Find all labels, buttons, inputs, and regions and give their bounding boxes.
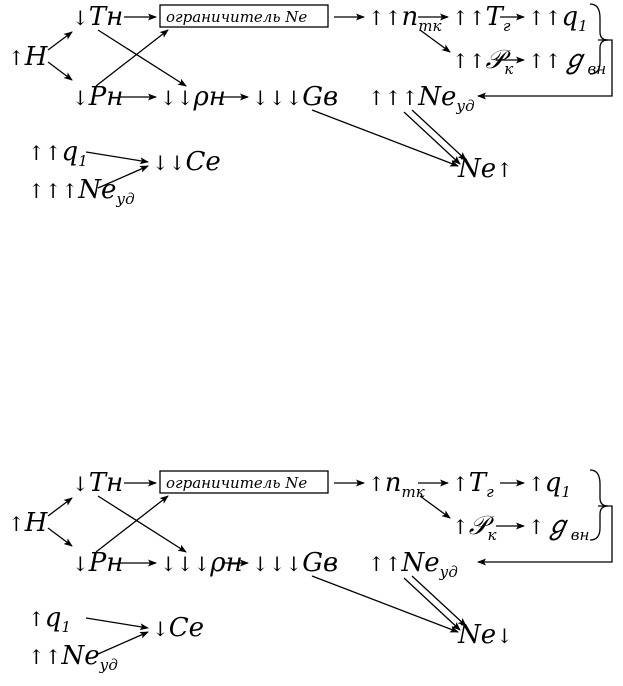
node-Tg: ↑↑Tг — [452, 2, 511, 35]
arrow-Gv-Ne — [311, 109, 459, 167]
arrow-ntk-pk — [419, 495, 451, 519]
node-Gv: ↓↓↓Gв — [252, 82, 338, 112]
arrow-H-Tn — [47, 497, 73, 517]
node-ntk: ↑↑nтк — [368, 2, 441, 35]
node-q1: ↑↑q1 — [528, 2, 588, 35]
node-H: ↑H — [8, 42, 49, 72]
node-Neud-lower: ↑↑Neуд — [28, 641, 118, 674]
arrow-q1-Ce — [85, 151, 149, 165]
node-Neud: ↑↑Neуд — [368, 548, 458, 581]
arrow-Neud-Ce — [97, 165, 149, 189]
arrow-Tn-rho — [97, 495, 187, 553]
arrow-Pn-limiter — [95, 495, 169, 553]
limiter-box — [159, 4, 329, 28]
arrow-q1-Ce — [85, 617, 149, 631]
node-Tn: ↓Tн — [72, 2, 123, 32]
node-Ne: Ne↑ — [457, 154, 513, 184]
arrow-Neud-Ne-b — [403, 111, 461, 165]
group-brace — [589, 3, 609, 75]
node-rho: ↓↓ρн — [160, 82, 226, 112]
node-q1-lower: ↑↑q1 — [28, 137, 88, 170]
node-Neud: ↑↑↑Neуд — [368, 82, 475, 115]
arrow-H-Pn — [47, 61, 73, 81]
arrow-H-Pn — [47, 527, 73, 547]
node-pk: ↑↑𝒫к — [452, 45, 513, 78]
node-Tn: ↓Tн — [72, 468, 123, 498]
limiter-label: ограничитель Ne — [166, 8, 307, 26]
node-Pn: ↓Pн — [72, 548, 123, 578]
diagram-bottom: ↑H ↓Tн ограничитель Ne ↑nтк ↑Tг ↑q1 ↑𝒫к ↑ℊвн ↓Pн… — [8, 468, 613, 674]
node-Ce: ↓Ce — [152, 613, 204, 643]
arrow-Neud-Ne — [411, 575, 467, 627]
node-H: ↑H — [8, 508, 49, 538]
arrow-Neud-Ne — [411, 109, 467, 161]
arrow-Pn-limiter — [95, 29, 169, 87]
node-eta: ↑ℊвн — [528, 511, 589, 544]
group-brace — [589, 469, 609, 541]
node-q1-lower: ↑q1 — [28, 603, 71, 636]
node-Ce: ↓↓Ce — [152, 147, 221, 177]
arrow-Gv-Ne — [311, 575, 459, 633]
node-pk: ↑𝒫к — [452, 511, 497, 544]
node-Neud-lower: ↑↑↑Neуд — [28, 175, 135, 208]
arrow-H-Tn — [47, 31, 73, 51]
arrow-Neud-Ce — [97, 631, 149, 655]
node-Ne: Ne↓ — [457, 620, 513, 650]
node-q1: ↑q1 — [528, 468, 571, 501]
node-Gv: ↓↓↓Gв — [252, 548, 338, 578]
arrow-ntk-pk — [419, 29, 451, 53]
arrow-Tn-rho — [97, 29, 187, 87]
node-Tg: ↑Tг — [452, 468, 494, 501]
arrow-Neud-Ne-b — [403, 577, 461, 631]
limiter-box — [159, 470, 329, 494]
node-Pn: ↓Pн — [72, 82, 123, 112]
limiter-label: ограничитель Ne — [166, 474, 307, 492]
node-ntk: ↑nтк — [368, 468, 425, 501]
